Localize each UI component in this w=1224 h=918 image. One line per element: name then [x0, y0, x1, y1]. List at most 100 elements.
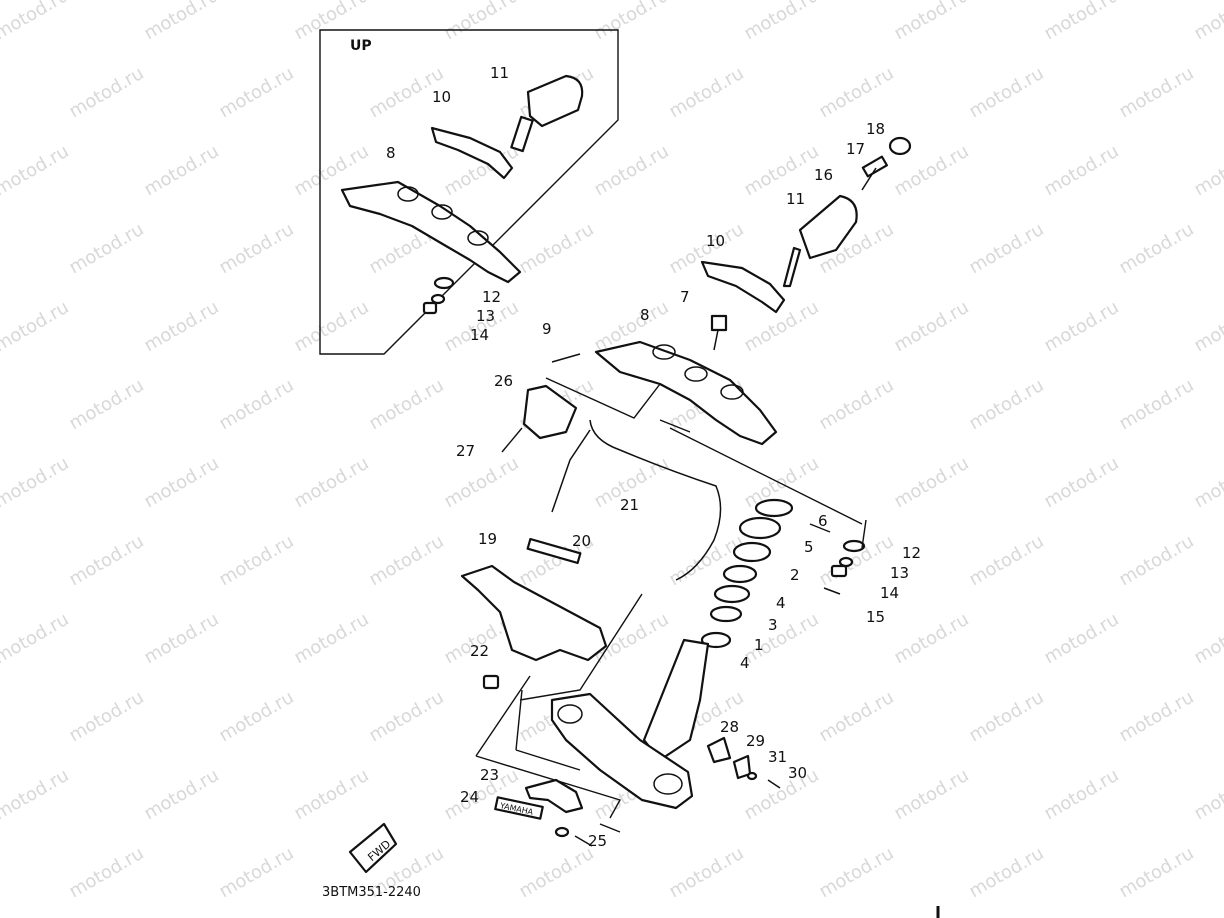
watermark-text: motod.ru [740, 0, 822, 44]
main-nut-and-bolt-parts [861, 136, 912, 191]
watermark-text: motod.ru [215, 531, 297, 590]
watermark-text: motod.ru [290, 765, 372, 824]
watermark-text: motod.ru [815, 687, 897, 746]
callout: 2 [790, 566, 800, 584]
callout: 25 [588, 832, 607, 850]
watermark-text: motod.ru [215, 375, 297, 434]
watermark-text: motod.ru [65, 375, 147, 434]
watermark-text: motod.ru [1040, 765, 1122, 824]
watermark-text: motod.ru [1040, 0, 1122, 44]
watermark-text: motod.ru [1115, 219, 1197, 278]
watermark-text: motod.ru [0, 0, 72, 44]
watermark-text: motod.ru [1190, 453, 1224, 512]
inset-bracket-part [340, 180, 522, 284]
watermark-text: motod.ru [0, 297, 72, 356]
callout: 9 [542, 320, 552, 338]
cable-guide-parts [460, 537, 608, 690]
callout: 18 [866, 120, 885, 138]
inset-holder-part [430, 126, 514, 180]
watermark-text: motod.ru [65, 531, 147, 590]
watermark-text: motod.ru [290, 297, 372, 356]
watermark-text: motod.ru [140, 453, 222, 512]
watermark-text: motod.ru [665, 843, 747, 902]
callout: 1 [754, 636, 764, 654]
callout: 15 [866, 608, 885, 626]
watermark-text: motod.ru [140, 609, 222, 668]
main-small-fastener-parts [551, 314, 728, 363]
watermark-text: motod.ru [515, 843, 597, 902]
watermark-text: motod.ru [1115, 843, 1197, 902]
inset-up-label: UP [350, 38, 372, 54]
inset-callout: 10 [432, 88, 451, 106]
inset-handlebar-part [510, 74, 584, 153]
watermark-text: motod.ru [1040, 297, 1122, 356]
watermark-text: motod.ru [815, 531, 897, 590]
bearing-stack-parts [700, 498, 794, 649]
callout: 12 [902, 544, 921, 562]
watermark-text: motod.ru [515, 219, 597, 278]
callout: 19 [478, 530, 497, 548]
watermark-text: motod.ru [1190, 297, 1224, 356]
callout: 21 [620, 496, 639, 514]
watermark-text: motod.ru [740, 141, 822, 200]
watermark-text: motod.ru [590, 0, 672, 44]
watermark-text: motod.ru [0, 765, 72, 824]
main-brake-hose-part [551, 419, 722, 581]
watermark-text: motod.ru [440, 0, 522, 44]
inset-callout: 8 [386, 144, 396, 162]
watermark-text: motod.ru [1190, 0, 1224, 44]
main-holder-part [700, 260, 786, 314]
inset-callout: 12 [482, 288, 501, 306]
watermark-text: motod.ru [1115, 687, 1197, 746]
watermark-text: motod.ru [140, 0, 222, 44]
emblem-bracket-parts: YAMAHA [494, 778, 584, 838]
callout: 3 [768, 616, 778, 634]
callout: 6 [818, 512, 828, 530]
fwd-arrow: FWD [348, 822, 398, 874]
assembly-lines [475, 377, 867, 847]
watermark-text: motod.ru [965, 375, 1047, 434]
watermark-text: motod.ru [365, 531, 447, 590]
watermark-text: motod.ru [215, 219, 297, 278]
watermark-text: motod.ru [965, 687, 1047, 746]
callout: 5 [804, 538, 814, 556]
watermark-text: motod.ru [0, 609, 72, 668]
watermark-text: motod.ru [215, 687, 297, 746]
watermark-text: motod.ru [890, 453, 972, 512]
watermark-text: motod.ru [290, 453, 372, 512]
steering-stem-part [550, 638, 710, 810]
watermark-text: motod.ru [0, 453, 72, 512]
callout: 29 [746, 732, 765, 750]
callout: 30 [788, 764, 807, 782]
callout: 22 [470, 642, 489, 660]
watermark-text: motod.ru [365, 375, 447, 434]
watermark-text: motod.ru [215, 63, 297, 122]
watermark-text: motod.ru [815, 843, 897, 902]
right-side-fastener-parts [823, 539, 866, 595]
callout: 14 [880, 584, 899, 602]
watermark-text: motod.ru [890, 765, 972, 824]
watermark-text: motod.ru [965, 63, 1047, 122]
main-bracket-part [594, 340, 778, 446]
watermark-text: motod.ru [965, 219, 1047, 278]
main-handlebar-part [782, 194, 858, 288]
inset-frame [319, 29, 619, 355]
callout: 28 [720, 718, 739, 736]
watermark-text: motod.ru [65, 63, 147, 122]
inset-callout: 14 [470, 326, 489, 344]
watermark-text: motod.ru [440, 453, 522, 512]
watermark-text: motod.ru [890, 297, 972, 356]
callout: 13 [890, 564, 909, 582]
watermark-text: motod.ru [1040, 453, 1122, 512]
stem-side-fastener-parts [706, 736, 781, 789]
watermark-text: motod.ru [890, 0, 972, 44]
watermark-text: motod.ru [815, 63, 897, 122]
callout: 20 [572, 532, 591, 550]
watermark-text: motod.ru [0, 141, 72, 200]
watermark-text: motod.ru [215, 843, 297, 902]
watermark-text: motod.ru [590, 141, 672, 200]
watermark-text: motod.ru [65, 219, 147, 278]
watermark-text: motod.ru [65, 687, 147, 746]
watermark-text: motod.ru [65, 843, 147, 902]
callout: 10 [706, 232, 725, 250]
